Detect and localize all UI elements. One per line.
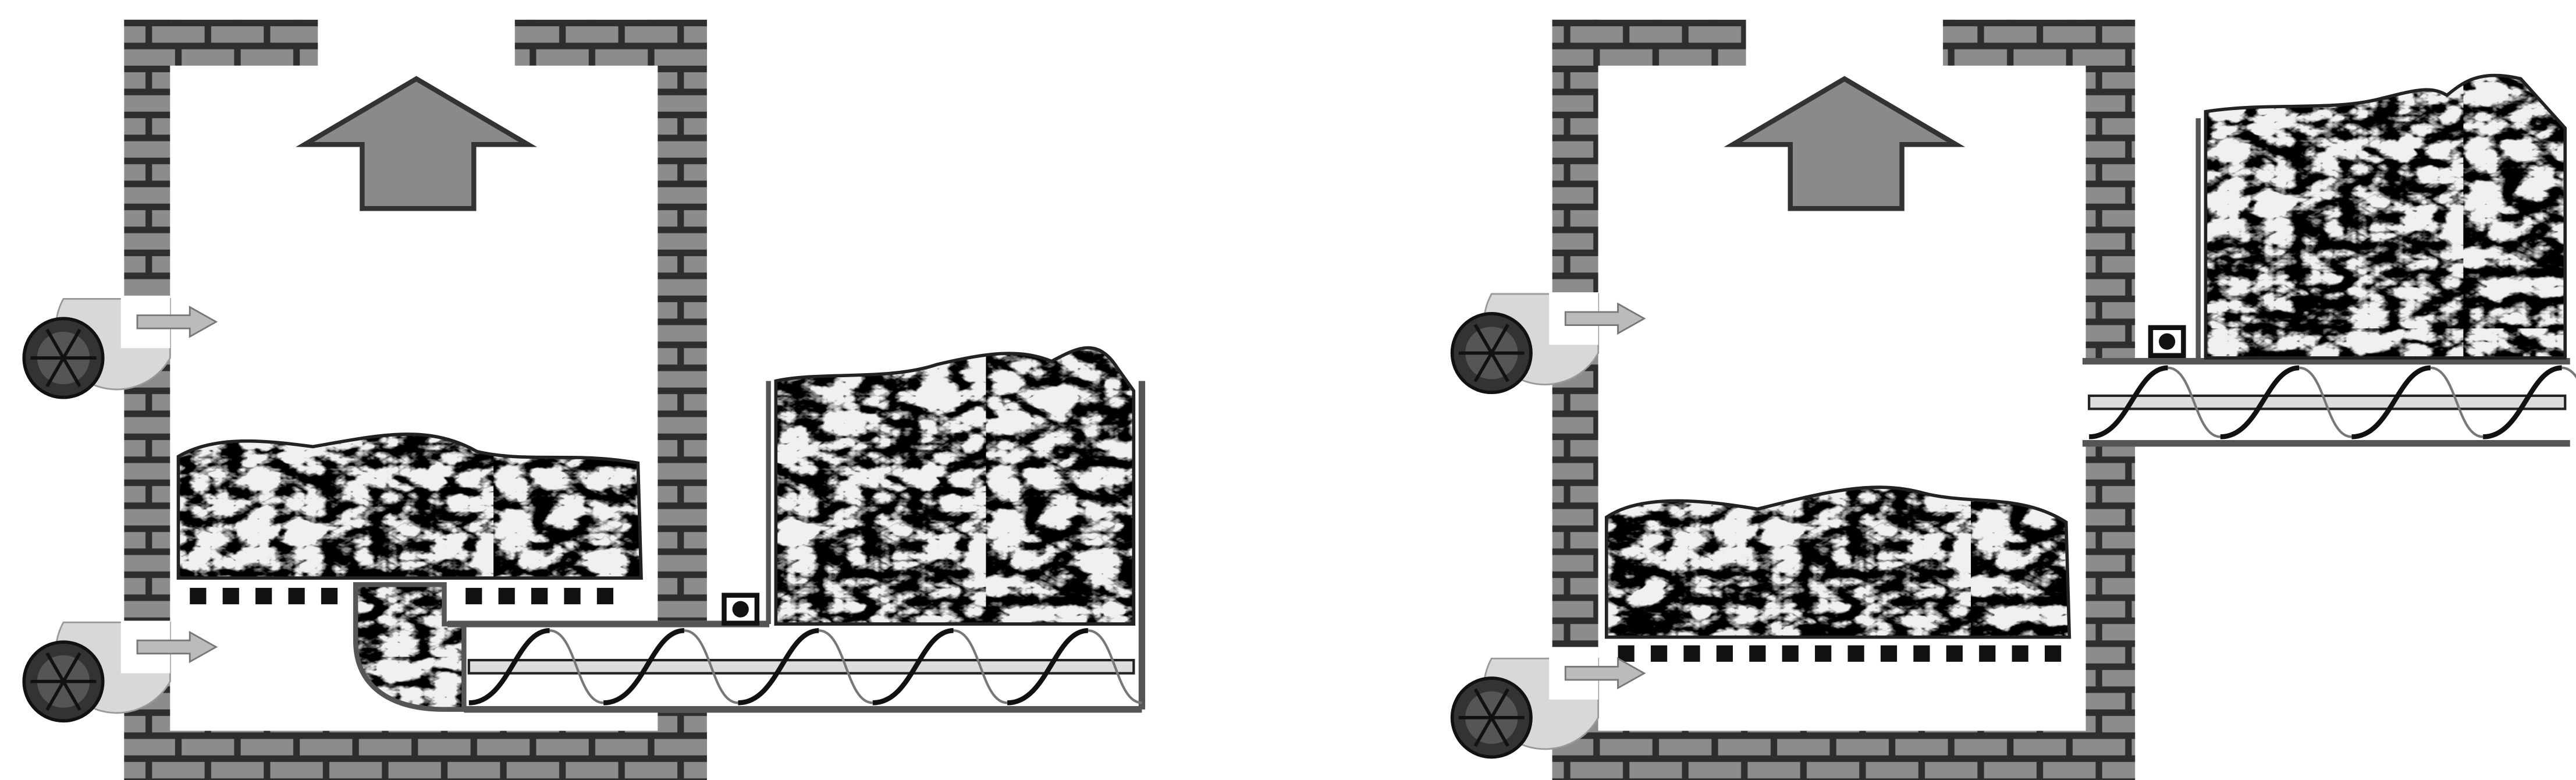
grate-bar <box>288 587 305 605</box>
fan-blade <box>1490 688 1509 719</box>
screw-flight <box>2088 365 2168 439</box>
screw-flight <box>2351 365 2431 439</box>
screw-flight <box>2220 365 2300 439</box>
grate-bar <box>596 587 614 605</box>
fan-blade <box>1473 324 1493 354</box>
screw-flight <box>468 628 550 705</box>
hopper-wall <box>2195 118 2201 361</box>
grate-bar <box>1913 645 1930 662</box>
grate-bar <box>222 587 239 605</box>
grate-bar <box>1815 645 1832 662</box>
fan-blade <box>1473 688 1493 719</box>
exhaust-up-arrow-icon <box>1724 76 1966 211</box>
grate-bar <box>1782 645 1799 662</box>
centrifugal-fan-icon <box>1450 647 1646 759</box>
airflow-arrow-icon <box>136 630 218 664</box>
grate-bar <box>498 587 515 605</box>
hopper-fuel <box>2204 73 2567 360</box>
screw-tube <box>447 381 1146 713</box>
screw-flight <box>738 628 819 705</box>
fan-blade <box>62 328 81 359</box>
grate-bar <box>1979 645 1996 662</box>
screw-flight-back <box>818 629 873 704</box>
fan-blade <box>45 357 65 388</box>
screw-flight-back <box>2168 366 2221 438</box>
screw-flight-back <box>684 629 738 704</box>
hopper-wall <box>766 381 771 624</box>
grate-bar <box>1946 645 1963 662</box>
screw-tube <box>2082 357 2570 447</box>
fuel-bed <box>176 432 643 580</box>
hopper-fuel <box>774 346 1136 626</box>
grate-bar <box>2012 645 2028 662</box>
fan-blade <box>1490 324 1509 354</box>
level-sensor-icon <box>2148 325 2186 358</box>
grate-bar <box>1618 645 1635 662</box>
level-sensor-icon <box>722 593 760 626</box>
grate-bar <box>1880 645 1898 662</box>
screw-shaft <box>467 658 1135 675</box>
grate-bar <box>1650 645 1668 662</box>
fan-blade <box>45 680 65 711</box>
centrifugal-fan-icon <box>22 621 218 723</box>
screw-flight-back <box>953 629 1008 704</box>
screw-flight <box>1007 628 1089 705</box>
top-wall-left <box>124 19 318 66</box>
screw-flight <box>872 628 954 705</box>
fan-blade <box>1473 352 1493 382</box>
grate-bar <box>1847 645 1864 662</box>
screw-flight-back <box>2430 366 2483 438</box>
screw-flight <box>603 628 685 705</box>
grate-bar <box>564 587 581 605</box>
bottom-wall <box>124 731 707 780</box>
fan-blade <box>1490 352 1509 382</box>
airflow-arrow-icon <box>136 306 218 338</box>
exhaust-up-arrow-icon <box>296 76 537 211</box>
grate <box>190 587 614 605</box>
screw-flight-back <box>549 629 604 704</box>
grate-bar <box>321 587 338 605</box>
fan-blade <box>45 652 65 683</box>
fan-blade <box>1473 717 1493 747</box>
screw-conveyor-icon <box>2088 365 2576 439</box>
screw-conveyor-icon <box>467 628 1142 705</box>
centrifugal-fan-icon <box>22 295 218 399</box>
grate-bar <box>1683 645 1700 662</box>
grate-bar <box>1749 645 1766 662</box>
fan-blade <box>62 357 81 388</box>
top-wall-left <box>1552 19 1746 66</box>
fan-blade <box>45 328 65 359</box>
right-furnace <box>1552 19 2576 780</box>
fan-blade <box>62 680 81 711</box>
airflow-arrow-icon <box>1564 657 1646 690</box>
screw-flight-back <box>2561 366 2576 379</box>
airflow-arrow-icon <box>1564 302 1646 335</box>
grate-bar <box>1716 645 1733 662</box>
left-furnace <box>124 19 1146 780</box>
fan-blade <box>1490 717 1509 747</box>
grate-bar <box>466 587 482 605</box>
centrifugal-fan-icon <box>1450 292 1646 395</box>
grate-bar <box>255 587 272 605</box>
grate-bar <box>531 587 548 605</box>
screw-flight <box>2482 365 2563 439</box>
grate-bar <box>2045 645 2062 662</box>
grate-bar <box>190 587 207 605</box>
screw-flight-back <box>1088 629 1142 704</box>
fan-blade <box>62 652 81 683</box>
grate <box>1618 645 2062 662</box>
fuel-bed <box>1604 485 2072 639</box>
screw-flight-back <box>2299 366 2352 438</box>
bottom-wall <box>1552 731 2136 780</box>
